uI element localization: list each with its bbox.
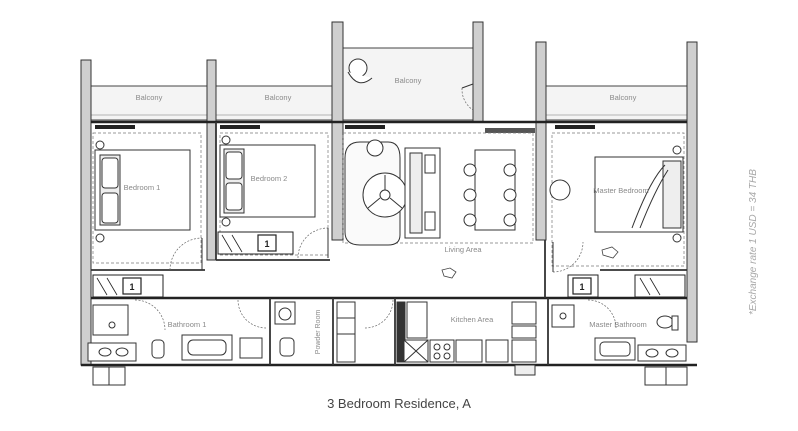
window-strips	[95, 125, 595, 133]
wardrobe-hatches	[96, 234, 661, 296]
powder-room-fixtures	[274, 301, 356, 363]
wardrobe-label-2: 1	[264, 239, 269, 249]
living-furniture	[344, 58, 571, 246]
label-powder-room: Powder Room	[315, 310, 322, 355]
wardrobe-label-1: 1	[129, 282, 134, 292]
label-kitchen-area: Kitchen Area	[451, 315, 494, 324]
label-bathroom-1: Bathroom 1	[168, 320, 207, 329]
master-bathroom-fixtures	[551, 304, 687, 362]
kitchen-fixtures	[396, 301, 537, 376]
interior-walls	[91, 122, 687, 365]
label-bedroom-1: Bedroom 1	[124, 183, 161, 192]
wardrobe-boxes	[122, 234, 592, 295]
label-living-area: Living Area	[444, 245, 482, 254]
bottom-windows	[92, 366, 688, 386]
rug-icons	[441, 246, 619, 279]
label-master-bedroom: Master Bedroom	[593, 186, 648, 195]
bed-bedroom-1	[94, 140, 191, 243]
label-balcony-4: Balcony	[610, 93, 637, 102]
label-master-bathroom: Master Bathroom	[589, 320, 647, 329]
bathroom-1-fixtures	[87, 304, 263, 362]
label-balcony-2: Balcony	[265, 93, 292, 102]
label-balcony-1: Balcony	[136, 93, 163, 102]
label-bedroom-2: Bedroom 2	[251, 174, 288, 183]
label-balcony-3: Balcony	[395, 76, 422, 85]
dashed-outlines	[92, 132, 685, 267]
bed-bedroom-2	[219, 135, 316, 227]
door-swings	[134, 87, 617, 331]
exchange-rate-note: *Exchange rate 1 USD = 34 THB	[748, 169, 759, 315]
door-leaves	[201, 83, 554, 272]
exterior-walls	[81, 120, 697, 367]
balcony-areas	[90, 47, 688, 121]
bed-master	[594, 145, 684, 243]
wardrobe-label-3: 1	[579, 282, 584, 292]
plan-title: 3 Bedroom Residence, A	[327, 396, 471, 411]
